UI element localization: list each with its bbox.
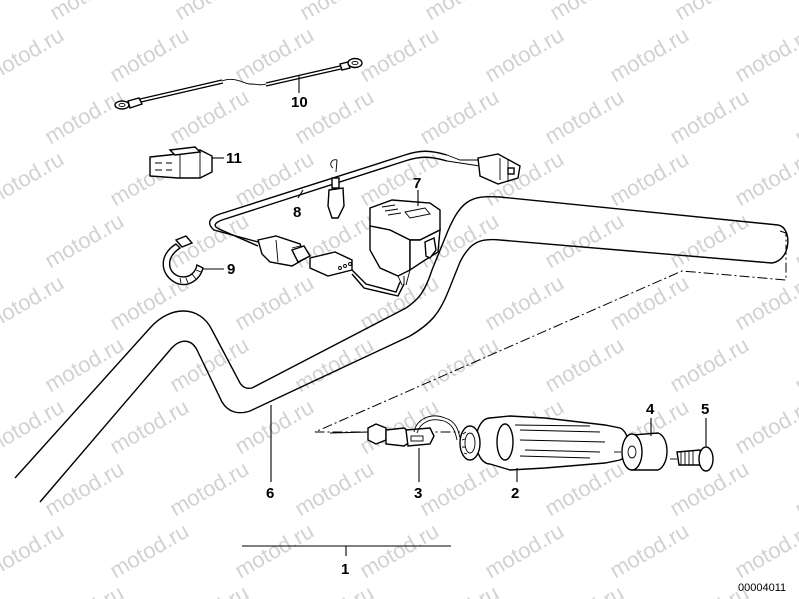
leader-8 [297, 189, 304, 199]
callout-4[interactable]: 4 [646, 401, 655, 418]
centerline [314, 230, 787, 433]
heated-grip-part[interactable] [459, 415, 629, 471]
diagram-number: 00004011 [738, 582, 787, 594]
leader-1 [242, 545, 451, 556]
handlebar-part[interactable] [14, 195, 789, 503]
plug-connector-part[interactable] [149, 146, 213, 179]
grip-heater-connector-part[interactable] [329, 415, 461, 447]
callout-10[interactable]: 10 [291, 94, 308, 111]
callout-9[interactable]: 9 [227, 261, 236, 278]
callout-5[interactable]: 5 [701, 401, 710, 418]
callout-8[interactable]: 8 [293, 204, 302, 221]
bar-end-weight-part[interactable] [614, 432, 668, 471]
callout-7[interactable]: 7 [413, 175, 422, 192]
heated-grip-switch-part[interactable] [369, 199, 441, 286]
wiring-harness-part[interactable] [208, 150, 521, 297]
callout-3[interactable]: 3 [414, 485, 423, 502]
callout-11[interactable]: 11 [226, 150, 242, 167]
callout-6[interactable]: 6 [266, 485, 275, 502]
callout-2[interactable]: 2 [511, 485, 520, 502]
cable-tie-part[interactable] [162, 235, 204, 286]
ground-cable-part[interactable] [114, 57, 363, 110]
callout-1[interactable]: 1 [341, 561, 350, 578]
bar-end-screw-part[interactable] [670, 446, 714, 472]
